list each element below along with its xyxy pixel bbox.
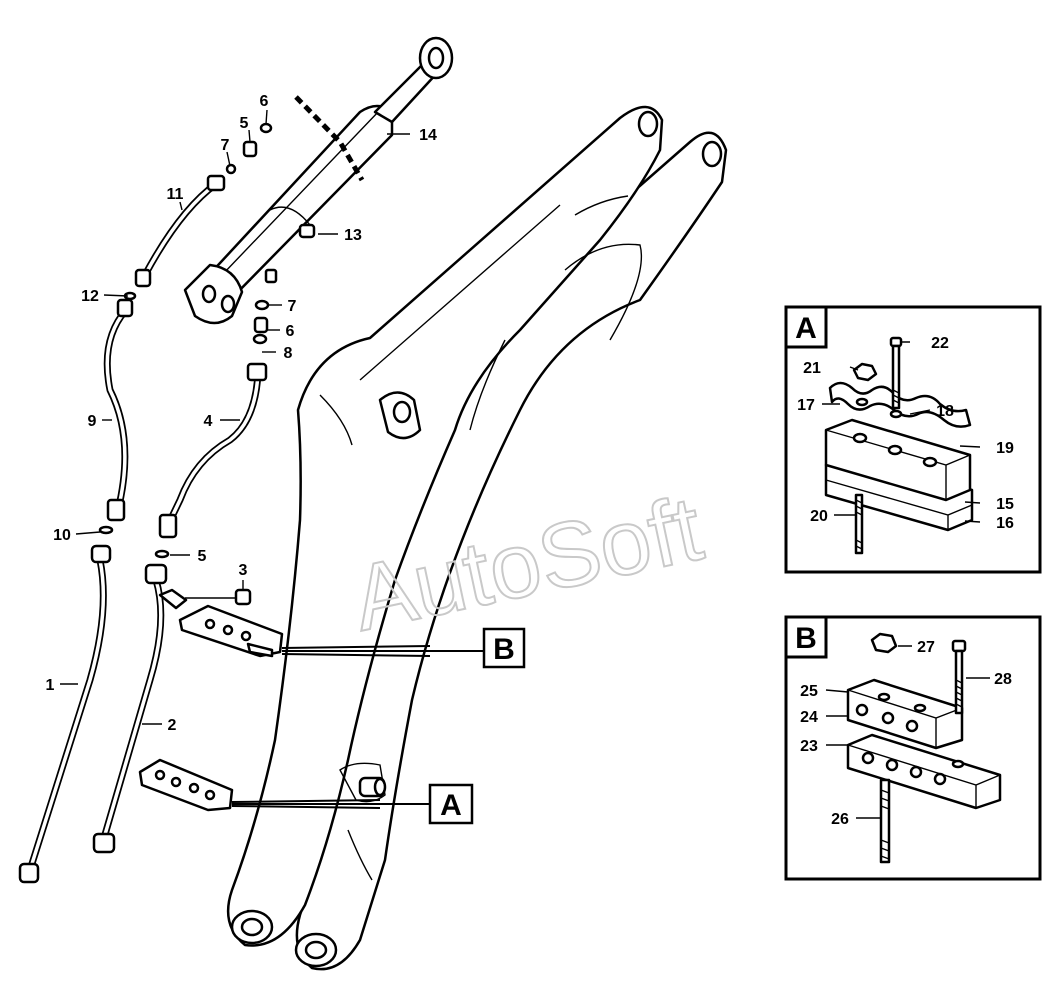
callout-7b: 7 <box>288 298 297 315</box>
detail-box-a-title: A <box>795 312 817 345</box>
hydraulic-cylinder <box>183 36 454 325</box>
callout-23: 23 <box>800 738 818 755</box>
detail-tag-a: A <box>428 783 474 825</box>
callouts-main: 6 5 7 11 12 13 14 7 6 8 4 9 10 5 3 1 2 <box>46 93 437 734</box>
detail-tag-b-label: B <box>493 633 515 666</box>
callout-3: 3 <box>239 562 248 579</box>
callout-19: 19 <box>996 440 1014 457</box>
detail-tag-b: B <box>482 627 526 669</box>
callout-6b: 6 <box>286 323 295 340</box>
detail-box-a: A 21 22 17 18 19 15 16 20 <box>784 305 1042 574</box>
boom-arm <box>226 105 728 971</box>
callout-16: 16 <box>996 515 1014 532</box>
callout-5b: 5 <box>198 548 207 565</box>
callout-2: 2 <box>168 717 177 734</box>
callout-9: 9 <box>88 413 97 430</box>
detail-tag-a-label: A <box>440 789 462 822</box>
callout-10: 10 <box>53 527 71 544</box>
callout-leaders <box>60 109 410 725</box>
callout-28: 28 <box>994 671 1012 688</box>
callout-11: 11 <box>167 186 184 203</box>
hoses-and-pipes <box>18 122 273 884</box>
callout-4: 4 <box>204 413 213 430</box>
clamp-block-a <box>138 758 234 812</box>
callout-24: 24 <box>800 709 818 726</box>
callout-25: 25 <box>800 683 818 700</box>
clamp-block-b <box>178 604 284 658</box>
callout-18: 18 <box>936 403 954 420</box>
callout-20: 20 <box>810 508 828 525</box>
callout-15: 15 <box>996 496 1014 513</box>
callout-12: 12 <box>81 288 99 305</box>
callout-26: 26 <box>831 811 849 828</box>
detail-box-b: B 27 28 25 24 23 26 <box>784 615 1042 881</box>
detail-box-b-title: B <box>795 622 817 655</box>
callout-6a: 6 <box>260 93 269 110</box>
callout-1: 1 <box>46 677 55 694</box>
callout-27: 27 <box>917 639 935 656</box>
callout-7a: 7 <box>221 137 230 154</box>
callout-14: 14 <box>419 127 437 144</box>
callout-21: 21 <box>803 360 821 377</box>
callout-17: 17 <box>797 397 815 414</box>
callout-13: 13 <box>344 227 362 244</box>
callout-5a: 5 <box>240 115 249 132</box>
callout-8: 8 <box>284 345 293 362</box>
callout-22: 22 <box>931 335 949 352</box>
